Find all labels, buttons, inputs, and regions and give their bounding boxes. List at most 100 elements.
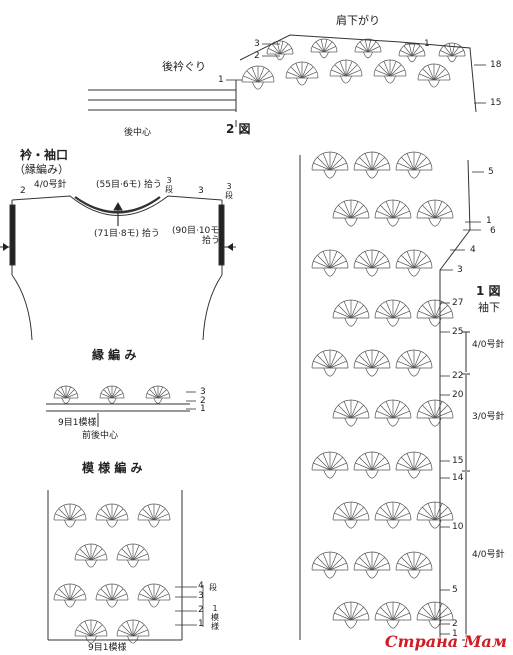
row-number: 5 [452,585,458,595]
label-collar-sub: （縁編み） [14,163,69,176]
row-number: 2 [452,619,458,629]
crochet-fan-motif [353,551,391,579]
crochet-fan-motif [145,385,171,404]
crochet-fan-motif [332,501,370,529]
crochet-fan-motif [416,601,454,629]
label-pattern-title: 模 様 編 み [82,461,143,475]
crochet-fan-motif [329,59,363,84]
row-number: 3 [198,186,204,196]
crochet-fan-motif [137,583,171,608]
label-neck-stitches: (55目·6モ) 拾う [96,180,162,190]
crochet-fan-motif [99,385,125,404]
label-pattern-rows-unit: 段 [209,583,217,592]
crochet-fan-motif [332,199,370,227]
crochet-fan-motif [95,583,129,608]
crochet-fan-motif [311,151,349,179]
row-number: 2 [254,51,260,61]
back-neckline-rows [88,80,237,112]
crochet-fan-motif [417,63,451,88]
row-number: 1 [486,216,492,226]
crochet-fan-motif [53,503,87,528]
crochet-fan-motif [438,42,466,63]
crochet-fan-motif [74,619,108,644]
crochet-fan-motif [353,249,391,277]
label-figure-2: 2 図 [226,122,251,136]
row-number: 6 [490,226,496,236]
row-number: 4 [198,581,204,591]
row-number: 1 [200,404,206,414]
crochet-fan-motif [374,501,412,529]
crochet-fan-motif [241,65,275,90]
row-number: 1 [424,39,430,49]
row-number: 3 [200,387,206,397]
crochet-fan-motif [311,249,349,277]
crochet-fan-motif [395,551,433,579]
label-collar-hook: 4/0号針 [34,180,67,190]
crochet-fan-motif [353,451,391,479]
row-number: 3 [254,39,260,49]
row-arrows [186,43,486,635]
row-number: 18 [490,60,502,70]
crochet-fan-motif [116,543,150,568]
watermark-logo: Страна Мам [384,632,507,651]
crochet-fan-motif [416,399,454,427]
label-figure-1: 1 図 [476,284,501,298]
crochet-fan-motif [416,501,454,529]
label-collar-title: 衿・袖口 [20,148,69,162]
row-number: 20 [452,390,464,400]
row-number: 3 [198,591,204,601]
crochet-fan-motif [398,42,426,63]
label-pattern-repeat: 9目1模様 [88,643,127,653]
crochet-fan-motif [395,451,433,479]
row-number: 1 [452,629,458,639]
label-shoulder-decrease: 肩下がり [336,14,380,27]
row-number: 2 [200,396,206,406]
label-neck-stitches-front: (71目·8モ) 拾う [94,229,160,239]
crochet-fan-motif [53,385,79,404]
crochet-fan-motif [395,151,433,179]
crochet-fan-motif [416,199,454,227]
label-hook-c: 4/0号針 [472,550,505,560]
crochet-fan-motif [374,199,412,227]
row-number: 2 [20,186,26,196]
crochet-fan-motif [332,399,370,427]
label-hook-a: 4/0号針 [472,340,505,350]
label-edging-repeat: 9目1模様 [58,418,97,428]
row-number: 4 [470,245,476,255]
row-number: 15 [452,456,464,466]
row-number: 5 [488,167,494,177]
crochet-fan-motif [416,299,454,327]
label-back-center: 後中心 [124,128,152,138]
label-sleeve-stitches: (90目·10モ) [172,226,223,236]
label-neck-rows: 3 段 [165,176,173,194]
crochet-fan-motif [310,38,338,59]
label-hook-b: 3/0号針 [472,412,505,422]
label-back-neckline: 後衿ぐり [162,60,206,73]
label-sleeve-pick: 拾う [202,236,221,246]
label-pattern-repeat-vertical: 1 模様 [211,604,219,631]
row-number: 10 [452,522,464,532]
label-sleeve-decrease: 袖下 [478,301,500,314]
crochet-fan-motif [353,349,391,377]
row-number: 22 [452,371,464,381]
crochet-fan-motif [373,59,407,84]
crochet-fan-motif [95,503,129,528]
crochet-fan-motif [374,601,412,629]
crochet-fan-motif [395,349,433,377]
row-number: 3 [457,265,463,275]
crochet-fan-motif [311,349,349,377]
label-sleeve-rows: 3 段 [225,182,233,200]
label-edging-title: 縁 編 み [92,348,137,362]
garment-schematic [0,195,236,341]
row-number: 2 [198,605,204,615]
crochet-fan-motif [353,151,391,179]
crochet-fan-motif [374,299,412,327]
row-number: 1 [198,619,204,629]
crochet-fan-motif [311,551,349,579]
crochet-fan-motif [332,299,370,327]
row-number: 15 [490,98,502,108]
shoulder-slope-outline [239,34,477,113]
crochet-fan-motif [311,451,349,479]
pattern-swatch-frame [47,490,183,641]
